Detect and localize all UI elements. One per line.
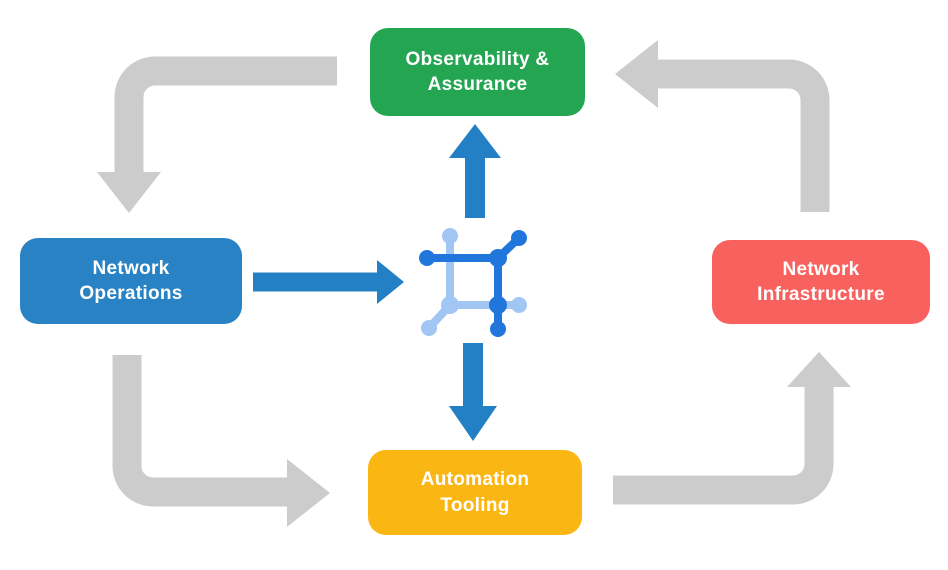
node-label-line: Assurance	[427, 74, 528, 95]
arrow-infrastructure-to-observability	[615, 40, 830, 212]
node-label-line: Network	[92, 257, 170, 279]
icon-dark-branches	[419, 230, 527, 337]
node-label-line: Operations	[79, 283, 183, 304]
arrow-platform-to-automation	[449, 343, 497, 441]
node-label-line: Tooling	[440, 494, 510, 516]
node-network-infrastructure: Network Infrastructure	[712, 240, 930, 324]
node-label-line: Infrastructure	[757, 284, 885, 305]
arrow-observability-to-operations	[97, 56, 337, 213]
arrow-operations-to-automation	[112, 355, 330, 527]
connected-network-platform-icon	[419, 228, 527, 337]
arrow-operations-to-platform	[253, 260, 404, 304]
arrow-platform-to-observability	[449, 124, 501, 218]
arrow-automation-to-infrastructure	[613, 352, 851, 505]
node-network-operations: Network Operations	[20, 238, 242, 324]
node-label-line: Network	[782, 258, 860, 280]
node-label-line: Observability &	[405, 48, 550, 70]
node-label-line: Automation	[420, 469, 530, 491]
node-observability-assurance: Observability & Assurance	[370, 28, 585, 116]
node-automation-tooling: Automation Tooling	[368, 450, 582, 535]
